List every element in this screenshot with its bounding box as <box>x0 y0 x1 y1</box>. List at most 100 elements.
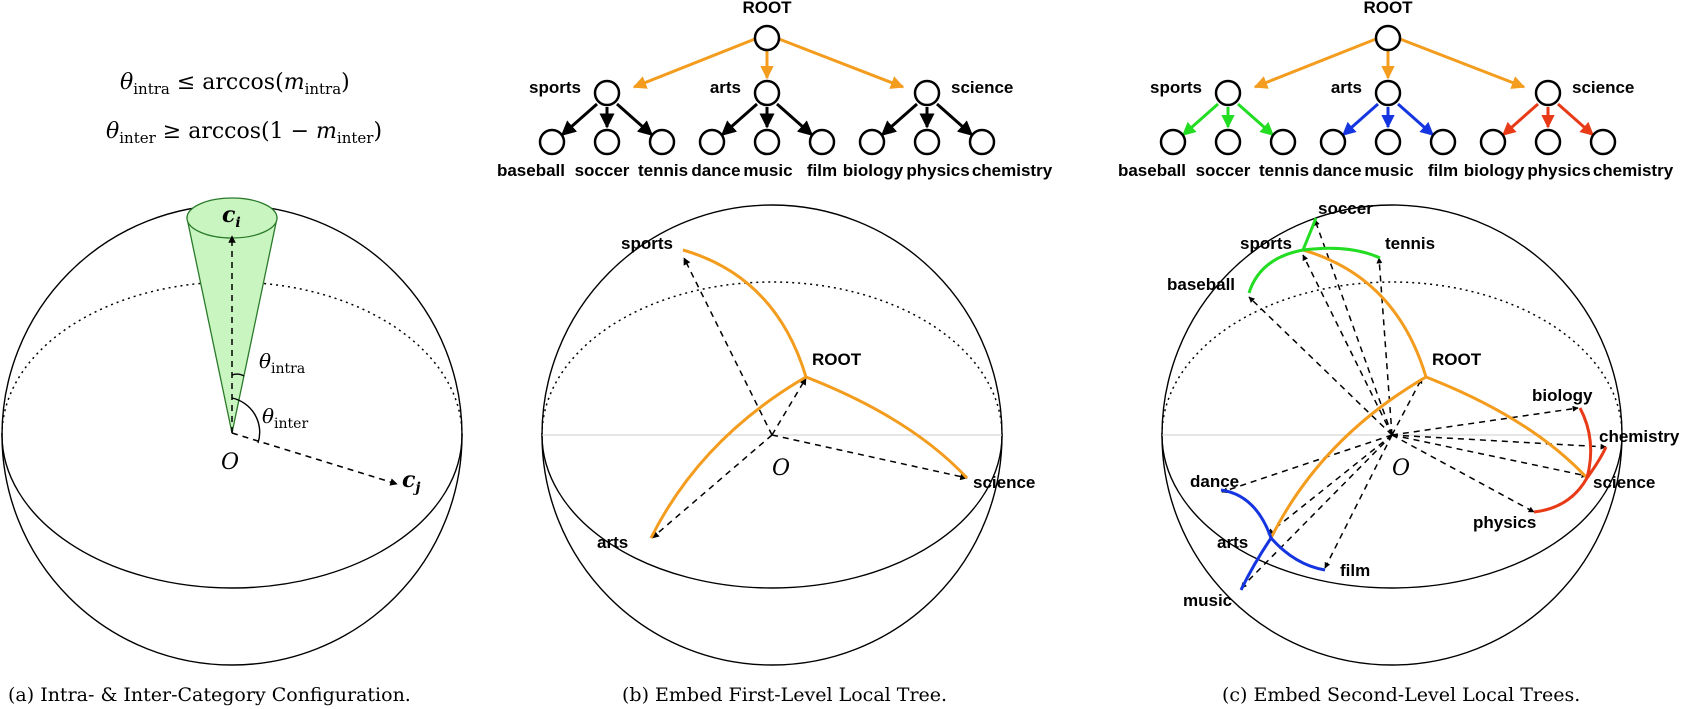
c-label-physics: physics <box>1473 513 1536 532</box>
vector-arts <box>1267 434 1393 535</box>
tree-c-label-chemistry: chemistry <box>1593 161 1674 180</box>
label-theta-intra: θintra <box>259 349 305 377</box>
tree-label-root: ROOT <box>742 0 792 17</box>
label-origin-b: O <box>772 456 790 481</box>
arc-science-biology <box>1578 407 1593 479</box>
node-science-c <box>1534 79 1562 107</box>
arc-root-sports-b <box>682 248 808 378</box>
tree-c-label-film: film <box>1428 161 1458 180</box>
cone <box>186 217 278 434</box>
node-biology <box>858 128 886 156</box>
b-label-science: science <box>973 473 1035 492</box>
tree-c-label-science: science <box>1572 78 1634 97</box>
tree-c: ROOT sports arts science baseball soccer… <box>1118 0 1674 180</box>
arc-root-arts-b <box>649 375 807 539</box>
node-sports <box>593 79 621 107</box>
tree-c-label-baseball: baseball <box>1118 161 1186 180</box>
vector-root <box>1391 377 1423 436</box>
vector-dance <box>1221 434 1393 494</box>
vector-film <box>1324 434 1393 569</box>
node-baseball-c <box>1159 128 1187 156</box>
vector-tennis <box>1376 257 1393 436</box>
arc-root-science-b <box>805 375 969 480</box>
node-dance-c <box>1319 128 1347 156</box>
node-arts-c <box>1374 79 1402 107</box>
arc-root-sports-c <box>1302 248 1428 378</box>
tree-label-arts: arts <box>710 78 741 97</box>
caption-a: (a) Intra- & Inter-Category Configuratio… <box>8 684 411 706</box>
vector-chemistry <box>1391 434 1607 450</box>
tree-label-dance: dance <box>691 161 740 180</box>
vector-music <box>1240 434 1393 589</box>
equator-back-c <box>1161 281 1623 436</box>
c-label-baseball: baseball <box>1167 275 1235 294</box>
node-dance <box>698 128 726 156</box>
node-baseball <box>538 128 566 156</box>
equator-front-c <box>1161 434 1623 589</box>
tree-label-physics: physics <box>906 161 969 180</box>
b-label-sports: sports <box>621 234 673 253</box>
node-root <box>753 24 781 52</box>
arc-science-chemistry <box>1585 446 1608 479</box>
equator-front-b <box>541 434 1003 589</box>
node-soccer-c <box>1214 128 1242 156</box>
b-label-root: ROOT <box>812 350 862 369</box>
tree-label-science: science <box>951 78 1013 97</box>
node-music <box>753 128 781 156</box>
tree-label-chemistry: chemistry <box>972 161 1053 180</box>
tree-c-label-sports: sports <box>1150 78 1202 97</box>
vector-soccer <box>1313 219 1393 436</box>
equator-back-a <box>1 281 463 436</box>
tree-c-label-dance: dance <box>1312 161 1361 180</box>
tree-c-label-soccer: soccer <box>1196 161 1251 180</box>
node-biology-c <box>1479 128 1507 156</box>
tree-c-label-tennis: tennis <box>1259 161 1309 180</box>
c-label-root: ROOT <box>1432 350 1482 369</box>
formula-inter: θinter ≥ arccos(1 − minter) <box>106 119 382 147</box>
tree-b: ROOT sports arts science baseball soccer… <box>497 0 1053 180</box>
angle-inter-arc <box>231 397 261 444</box>
vector-sports <box>1302 254 1393 436</box>
arc-science-physics <box>1533 477 1589 514</box>
node-film-c <box>1429 128 1457 156</box>
tree-label-soccer: soccer <box>575 161 630 180</box>
c-label-tennis: tennis <box>1385 234 1435 253</box>
arc-arts-dance <box>1220 488 1273 539</box>
b-label-arts: arts <box>597 533 628 552</box>
tree-c-label-biology: biology <box>1464 161 1525 180</box>
arc-sports-soccer <box>1301 217 1318 251</box>
tree-c-label-music: music <box>1364 161 1413 180</box>
tree-label-tennis: tennis <box>638 161 688 180</box>
node-chemistry <box>968 128 996 156</box>
arc-sports-tennis <box>1302 246 1381 260</box>
tree-label-sports: sports <box>529 78 581 97</box>
vector-root-b <box>771 377 807 436</box>
tree-label-baseball: baseball <box>497 161 565 180</box>
label-cj: cj <box>402 467 420 496</box>
tree-c-label-physics: physics <box>1527 161 1590 180</box>
arc-root-arts-c <box>1269 375 1427 539</box>
c-label-arts: arts <box>1217 533 1248 552</box>
node-film <box>808 128 836 156</box>
panel-b: sports ROOT science arts O (b) Embed Fir… <box>541 204 1035 706</box>
tree-label-biology: biology <box>843 161 904 180</box>
caption-c: (c) Embed Second-Level Local Trees. <box>1222 684 1580 706</box>
formula-intra: θintra ≤ arccos(mintra) <box>120 70 350 98</box>
vector-baseball <box>1248 296 1393 436</box>
vector-science <box>1391 434 1588 478</box>
caption-b: (b) Embed First-Level Local Tree. <box>622 684 947 706</box>
c-label-film: film <box>1340 561 1370 580</box>
vector-arts-b <box>651 434 773 539</box>
c-label-chemistry: chemistry <box>1599 427 1680 446</box>
panel-c: soccer sports tennis baseball ROOT biolo… <box>1161 199 1680 706</box>
c-label-music: music <box>1183 591 1232 610</box>
c-label-dance: dance <box>1190 472 1239 491</box>
equator-front-a <box>1 434 463 589</box>
node-root-c <box>1374 24 1402 52</box>
c-label-biology: biology <box>1532 386 1593 405</box>
vector-physics <box>1391 434 1535 513</box>
node-arts <box>753 79 781 107</box>
arc-arts-music <box>1239 537 1273 591</box>
label-ci: ci <box>222 202 241 231</box>
vector-biology <box>1391 405 1579 436</box>
